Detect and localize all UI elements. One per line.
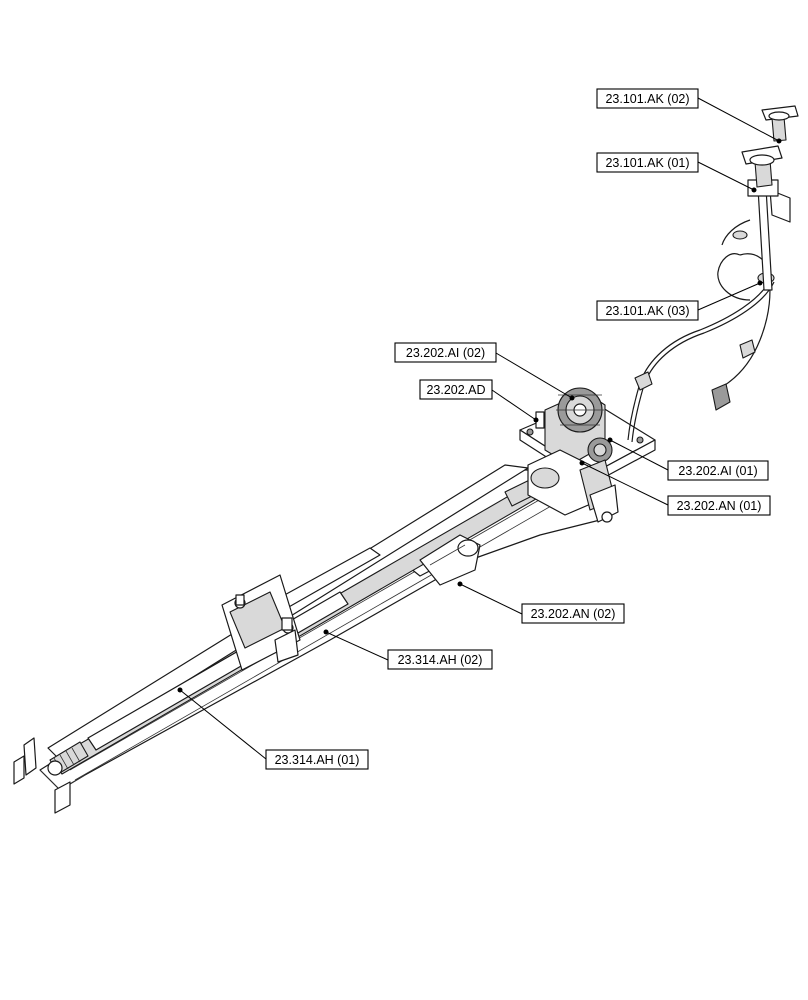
callout-label: 23.202.AI (01) — [678, 464, 757, 478]
callout-23-202-an-01[interactable]: 23.202.AN (01) — [667, 495, 771, 516]
callout-23-202-ai-02[interactable]: 23.202.AI (02) — [394, 342, 497, 363]
callout-label: 23.314.AH (02) — [398, 653, 483, 667]
long-shaft — [47, 469, 557, 776]
leader-lines — [177, 97, 782, 760]
callout-label: 23.101.AK (01) — [605, 156, 689, 170]
callout-23-202-an-02[interactable]: 23.202.AN (02) — [521, 603, 625, 624]
lever-assembly — [741, 105, 799, 291]
callout-23-202-ad[interactable]: 23.202.AD — [419, 379, 493, 400]
control-cable — [627, 219, 775, 443]
callout-23-101-ak-02[interactable]: 23.101.AK (02) — [596, 88, 699, 109]
callout-label: 23.202.AN (02) — [531, 607, 616, 621]
mid-support-bracket — [221, 574, 301, 671]
gearbox-assembly — [519, 387, 656, 523]
callout-label: 23.101.AK (03) — [605, 304, 689, 318]
callout-23-101-ak-01[interactable]: 23.101.AK (01) — [596, 152, 699, 173]
callout-label: 23.101.AK (02) — [605, 92, 689, 106]
callout-label: 23.314.AH (01) — [275, 753, 360, 767]
callout-23-314-ah-01[interactable]: 23.314.AH (01) — [265, 749, 369, 770]
callout-label: 23.202.AI (02) — [406, 346, 485, 360]
callout-23-202-ai-01[interactable]: 23.202.AI (01) — [667, 460, 769, 481]
callout-23-314-ah-02[interactable]: 23.314.AH (02) — [387, 649, 493, 670]
lower-bracket — [419, 534, 481, 586]
callout-label: 23.202.AD — [426, 383, 485, 397]
callout-23-101-ak-03[interactable]: 23.101.AK (03) — [596, 300, 699, 321]
callout-label: 23.202.AN (01) — [677, 499, 762, 513]
